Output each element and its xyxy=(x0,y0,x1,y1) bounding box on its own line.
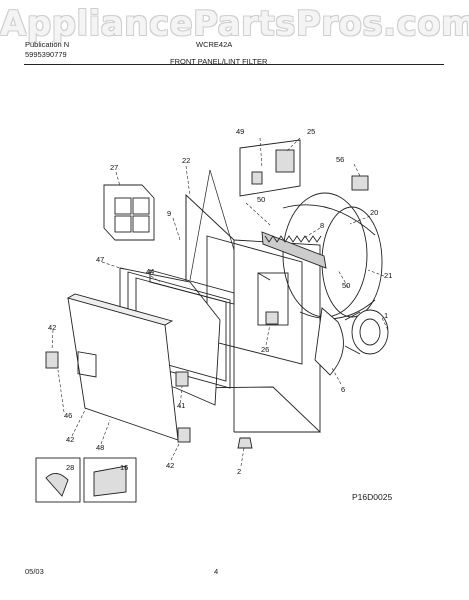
callout-56: 56 xyxy=(336,155,344,164)
glide-part xyxy=(237,437,253,449)
callout-16: 16 xyxy=(120,463,128,472)
callout-42-top: 42 xyxy=(48,323,56,332)
callout-26: 26 xyxy=(261,345,269,354)
diagram-code: P16D0025 xyxy=(352,492,393,502)
callout-9: 9 xyxy=(167,209,171,218)
callout-6: 6 xyxy=(341,385,345,394)
callout-42-bottom: 42 xyxy=(166,461,174,470)
watermark-logo: AppliancePartsPros.com xyxy=(0,4,469,44)
callout-28: 28 xyxy=(66,463,74,472)
callout-50-top: 50 xyxy=(257,195,265,204)
callout-21: 21 xyxy=(384,271,392,280)
callout-48: 48 xyxy=(96,443,104,452)
callout-8: 8 xyxy=(320,221,324,230)
bottom-insets xyxy=(35,457,137,503)
terminal-block-part xyxy=(351,175,369,191)
publication-number: 5995390779 xyxy=(25,50,67,59)
footer-date: 05/03 xyxy=(25,567,44,576)
door-switch-inset xyxy=(239,139,301,197)
model-number: WCRE42A xyxy=(196,40,233,49)
callout-49: 49 xyxy=(236,127,244,136)
callout-1: 1 xyxy=(384,311,388,320)
callout-50-right: 50 xyxy=(342,281,350,290)
callout-20: 20 xyxy=(370,208,378,217)
callout-2: 2 xyxy=(237,467,241,476)
door-outer-part xyxy=(66,293,179,441)
footer-page-number: 4 xyxy=(214,567,219,576)
callout-42-mid: 42 xyxy=(66,435,74,444)
heater-element-part xyxy=(261,231,327,269)
callout-25: 25 xyxy=(307,127,315,136)
exhaust-duct-part xyxy=(314,307,389,376)
sensor-part xyxy=(265,311,279,325)
header-rule xyxy=(24,64,444,65)
lint-filter-part xyxy=(103,184,155,241)
section-title: FRONT PANEL/LINT FILTER xyxy=(170,57,268,66)
callout-44: 44 xyxy=(146,267,154,276)
front-panel-shape xyxy=(185,193,321,434)
callout-27: 27 xyxy=(110,163,118,172)
callout-labels: 49 25 56 27 22 9 50 20 8 47 44 21 1 50 2… xyxy=(48,127,392,476)
callout-22: 22 xyxy=(182,156,190,165)
publication-label: Publication N xyxy=(25,40,70,49)
callout-47: 47 xyxy=(96,255,104,264)
callout-46: 46 xyxy=(64,411,72,420)
callout-41: 41 xyxy=(177,401,185,410)
